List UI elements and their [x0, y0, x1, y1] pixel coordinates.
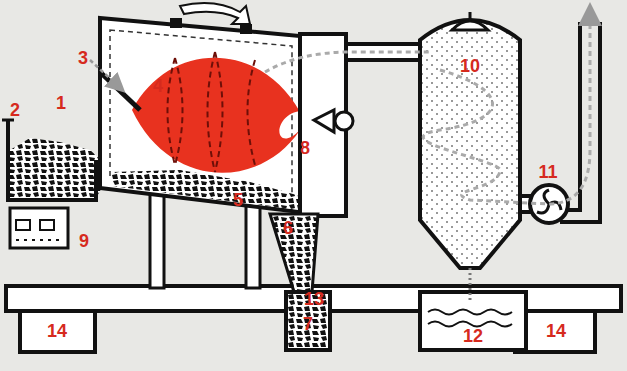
panel-knobs: [16, 239, 60, 241]
air-arrow: [90, 60, 118, 86]
flame-swirl: [168, 52, 256, 172]
callout-number: 10: [460, 57, 480, 75]
callout-number: 14: [546, 322, 566, 340]
callout-number: 6: [283, 219, 293, 237]
burning-waste: [112, 170, 300, 210]
rotation-arrow: [180, 3, 250, 24]
callout-number: 3: [78, 49, 88, 67]
drain-drips: [469, 268, 472, 300]
water-waves: [428, 310, 512, 327]
callout-number: 12: [463, 327, 483, 345]
spray-head: [452, 21, 488, 30]
ash-chute: [270, 214, 318, 292]
callout-number: 11: [538, 163, 557, 181]
burner-housing: [335, 112, 353, 130]
callout-number: 9: [79, 232, 89, 250]
callout-number: 2: [10, 101, 20, 119]
callout-number: 4: [153, 77, 163, 95]
spray-pipe: [469, 12, 472, 22]
callout-number: 7: [303, 315, 313, 333]
scrubber-tower: [420, 20, 520, 268]
callout-number: 5: [233, 191, 243, 209]
kiln-roller: [170, 18, 182, 28]
callout-number: 1: [56, 94, 66, 112]
kiln-foot: [150, 190, 164, 288]
kiln-foot: [246, 200, 260, 288]
feed-hopper: [8, 120, 96, 200]
fan-blades: [537, 190, 561, 213]
callout-number: 13: [304, 290, 324, 308]
kiln-roller: [240, 24, 252, 34]
water-tank: [420, 292, 526, 350]
callout-number: 8: [300, 139, 310, 157]
support-leg: [20, 310, 95, 352]
flame-swirl: [175, 52, 223, 172]
callout-number: 14: [47, 322, 67, 340]
air-inlet-pipe: [100, 72, 140, 110]
flame: [132, 58, 318, 173]
burner-nozzle: [314, 110, 334, 132]
panel-gauge: [16, 220, 30, 230]
gas-flow-path: [265, 14, 590, 204]
control-panel: [10, 208, 68, 248]
base-platform: [6, 286, 621, 311]
panel-gauge: [40, 220, 54, 230]
